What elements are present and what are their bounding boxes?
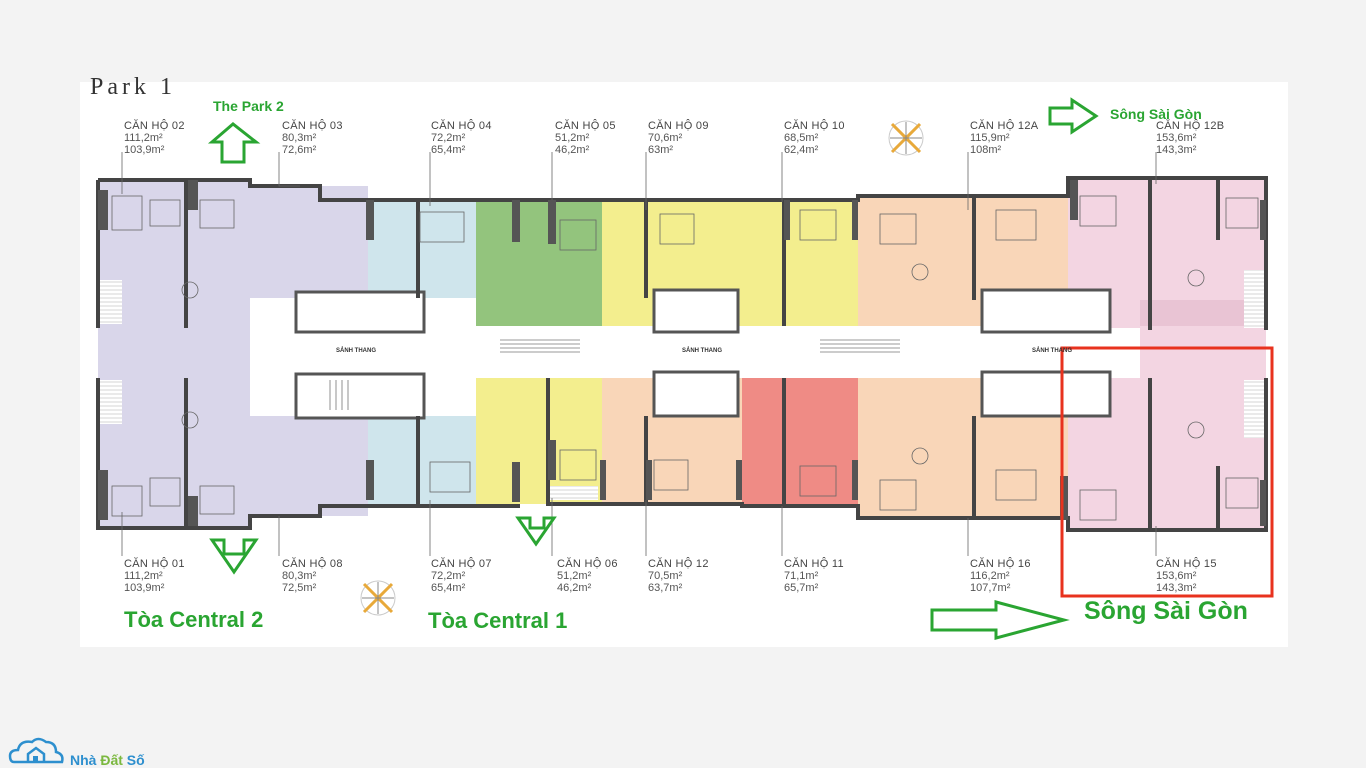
leader-lines [121,152,1157,556]
corridor-left-unit [98,328,250,378]
balcony [98,380,122,424]
furniture [111,195,1259,521]
balcony [1140,300,1244,326]
house-cloud-logo-icon [8,737,64,764]
lift-core-3 [652,288,740,334]
arrow-right-icon [930,600,1070,640]
highlight-box [1060,346,1274,598]
direction-toa-central-1: Tòa Central 1 [428,608,568,633]
lobby-label: SẢNH THANG [1032,348,1072,354]
balcony [1244,380,1266,438]
direction-toa-central-2: Tòa Central 2 [124,607,264,632]
stairs [329,339,900,410]
unit-01 [98,378,250,528]
balcony [548,486,598,500]
unit-05 [476,200,602,326]
windows [98,180,1266,526]
lobby-label: SẢNH THANG [336,348,376,354]
unit-08 [250,416,368,516]
arrow-up-icon [207,122,261,164]
compass-icon [888,120,924,156]
page-title: Park 1 [90,74,176,100]
corridor-right-unit [1140,328,1266,378]
lift-core-4 [652,370,740,418]
unit-06 [476,378,602,504]
direction-song-sai-gon-top: Sông Sài Gòn [1110,106,1202,122]
direction-the-park-2: The Park 2 [213,98,284,114]
lobby-label: SẢNH THANG [682,348,722,354]
lift-core-2 [294,372,426,420]
unit-02 [98,180,250,328]
lift-core-1 [294,290,426,334]
lift-core-5 [980,288,1112,334]
arrow-right-icon [1048,97,1099,135]
unit-03 [250,186,368,298]
direction-song-sai-gon-bottom: Sông Sài Gòn [1084,597,1248,625]
balcony [1244,270,1266,328]
lift-core-6 [980,370,1112,418]
corridor [98,328,1266,378]
brand-name: Nhà Đất Số [70,752,145,768]
compass-icon [360,580,396,616]
arrow-down-icon [209,538,259,575]
arrow-down-icon [515,516,557,547]
balcony [98,280,122,324]
